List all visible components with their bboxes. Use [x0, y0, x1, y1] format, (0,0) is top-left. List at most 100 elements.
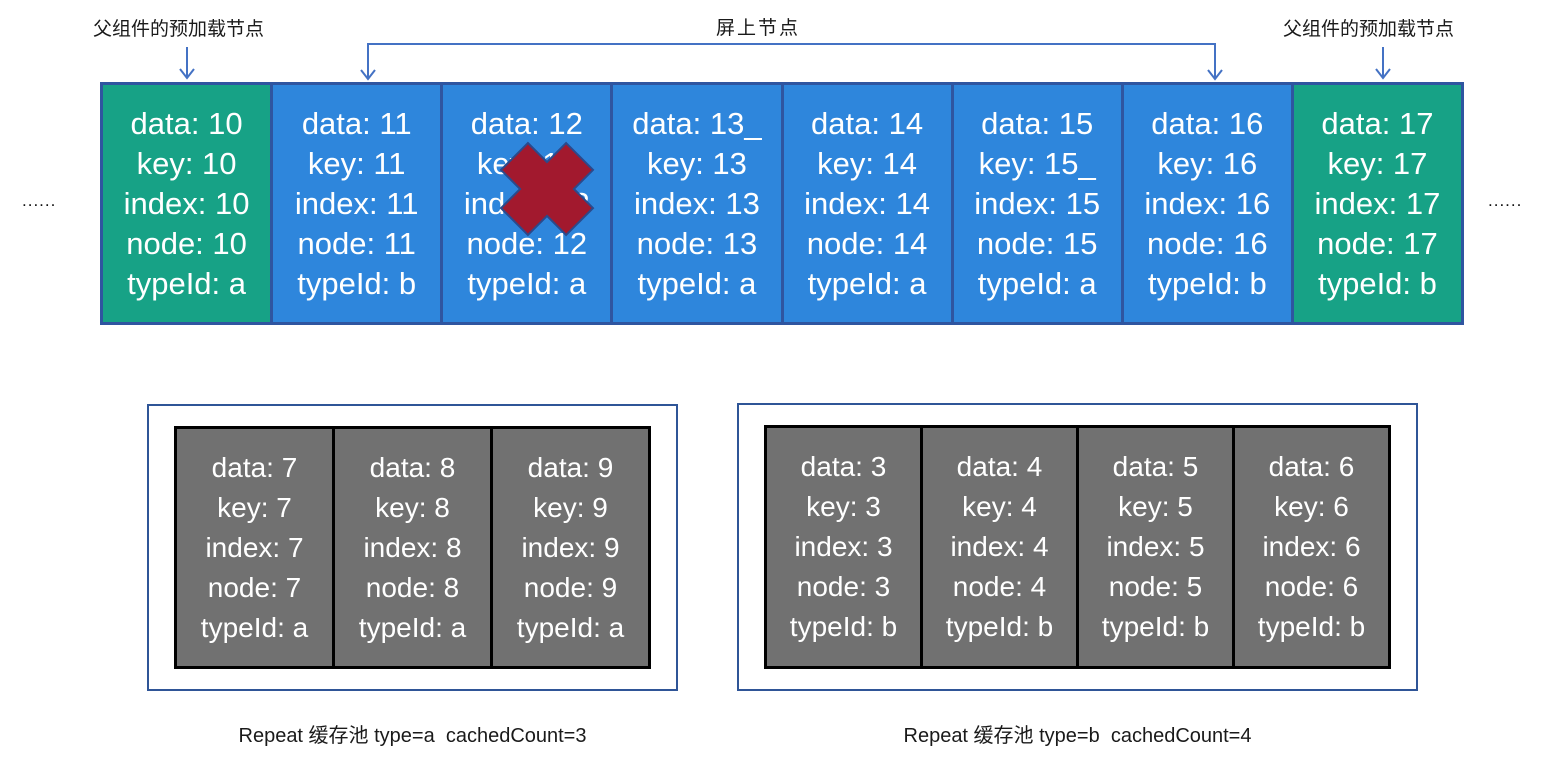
cell-line: typeId: a [467, 265, 587, 301]
cached-node-cell: data: 3 key: 3 index: 3 node: 3 typeId: b [764, 425, 923, 669]
cell-line: data: 9 [527, 451, 614, 483]
cell-line: typeId: a [358, 611, 467, 643]
cell-line: key: 5 [1118, 491, 1193, 522]
arrow-down-icon [179, 47, 195, 80]
cell-line: data: 16 [1151, 105, 1264, 141]
cell-line: data: 17 [1321, 105, 1434, 141]
cell-line: index: 14 [804, 185, 930, 221]
node-cell: data: 10 key: 10 index: 10 node: 10 typeId: … [103, 85, 271, 322]
cell-line: key: 8 [375, 491, 450, 523]
cell-line: data: 11 [301, 105, 412, 141]
onscreen-bracket [360, 43, 1223, 81]
cell-line: node: 5 [1108, 571, 1203, 602]
cell-line: node: 10 [126, 225, 247, 261]
cell-line: data: 3 [800, 451, 887, 482]
cell-line: node: 4 [952, 571, 1047, 602]
cell-line: typeId: b [1101, 611, 1210, 642]
cell-line: key: 10 [136, 145, 237, 181]
cell-line: typeId: a [977, 265, 1097, 301]
cell-line: key: 15_ [978, 145, 1096, 181]
cell-line: index: 11 [294, 185, 419, 221]
node-cell: data: 17 key: 17 index: 17 node: 17 typeId: … [1290, 85, 1461, 322]
cell-line: data: 13_ [632, 105, 762, 141]
cell-line: key: 6 [1274, 491, 1349, 522]
cell-line: index: 8 [363, 531, 462, 563]
cell-line: node: 8 [365, 571, 460, 603]
cached-node-cell: data: 8 key: 8 index: 8 node: 8 typeId: a [332, 426, 493, 669]
delete-cross-icon [499, 141, 595, 237]
cell-line: node: 15 [976, 225, 1098, 261]
cell-line: index: 10 [123, 185, 250, 221]
cell-line: key: 9 [533, 491, 608, 523]
cell-line: typeId: b [789, 611, 898, 642]
cached-node-cell: data: 5 key: 5 index: 5 node: 5 typeId: b [1076, 425, 1235, 669]
cell-line: typeId: b [1147, 265, 1267, 301]
ellipsis-left: ...... [22, 191, 57, 210]
preload-label-left: 父组件的预加载节点 [93, 19, 265, 40]
cell-line: node: 3 [796, 571, 891, 602]
cell-line: data: 5 [1112, 451, 1199, 482]
cell-line: index: 16 [1144, 185, 1271, 221]
cell-line: index: 17 [1314, 185, 1441, 221]
onscreen-label: 屏上节点 [716, 18, 801, 39]
cell-line: node: 6 [1264, 571, 1359, 602]
cell-line: index: 4 [950, 531, 1049, 562]
cell-line: index: 9 [521, 531, 620, 563]
cell-line: typeId: a [200, 611, 309, 643]
ellipsis-right: ...... [1488, 191, 1523, 210]
cache-pool-b-caption: Repeat 缓存池 type=b cachedCount=4 [903, 725, 1252, 747]
cell-line: index: 5 [1106, 531, 1205, 562]
cell-line: key: 14 [817, 145, 918, 181]
cell-line: node: 9 [523, 571, 618, 603]
cell-line: key: 7 [217, 491, 292, 523]
node-cell: data: 13_ key: 13 index: 13 node: 13 typeId:… [610, 85, 781, 322]
cell-line: data: 8 [369, 451, 456, 483]
cell-line: typeId: b [1257, 611, 1366, 642]
cell-line: typeId: b [945, 611, 1054, 642]
cell-line: typeId: a [637, 265, 757, 301]
cell-line: data: 7 [211, 451, 298, 483]
cell-line: node: 11 [297, 225, 416, 261]
cell-line: index: 13 [634, 185, 760, 221]
cell-line: data: 10 [130, 105, 243, 141]
cell-line: key: 3 [806, 491, 881, 522]
cell-line: data: 12 [470, 105, 583, 141]
cell-line: typeId: a [516, 611, 625, 643]
cell-line: node: 16 [1146, 225, 1268, 261]
cell-line: data: 4 [956, 451, 1043, 482]
node-cell: data: 15 key: 15_ index: 15 node: 15 typeId:… [950, 85, 1121, 322]
cell-line: typeId: a [807, 265, 927, 301]
node-cell: data: 11 key: 11 index: 11 node: 11 typeId: … [270, 85, 441, 322]
cell-line: typeId: b [297, 265, 417, 301]
cell-line: key: 13 [646, 145, 747, 181]
cached-node-cell: data: 6 key: 6 index: 6 node: 6 typeId: b [1232, 425, 1391, 669]
node-cell: data: 16 key: 16 index: 16 node: 16 typeId: … [1120, 85, 1291, 322]
cell-line: key: 11 [307, 145, 406, 181]
cell-line: data: 6 [1268, 451, 1355, 482]
cell-line: index: 3 [794, 531, 893, 562]
cell-line: index: 15 [974, 185, 1101, 221]
cache-pool-a-caption: Repeat 缓存池 type=a cachedCount=3 [238, 725, 587, 747]
cell-line: typeId: a [127, 265, 247, 301]
cell-line: typeId: b [1317, 265, 1437, 301]
preload-label-right: 父组件的预加载节点 [1283, 19, 1455, 40]
cell-line: key: 17 [1327, 145, 1428, 181]
cell-line: data: 15 [981, 105, 1094, 141]
cell-line: node: 17 [1317, 225, 1438, 261]
arrow-down-icon [1375, 47, 1391, 80]
cell-line: index: 6 [1262, 531, 1361, 562]
cell-line: key: 16 [1157, 145, 1258, 181]
node-row: data: 10 key: 10 index: 10 node: 10 typeId: … [100, 82, 1464, 325]
cell-line: node: 13 [636, 225, 758, 261]
cached-node-cell: data: 9 key: 9 index: 9 node: 9 typeId: a [490, 426, 651, 669]
cell-line: index: 7 [205, 531, 304, 563]
cell-line: node: 14 [806, 225, 928, 261]
